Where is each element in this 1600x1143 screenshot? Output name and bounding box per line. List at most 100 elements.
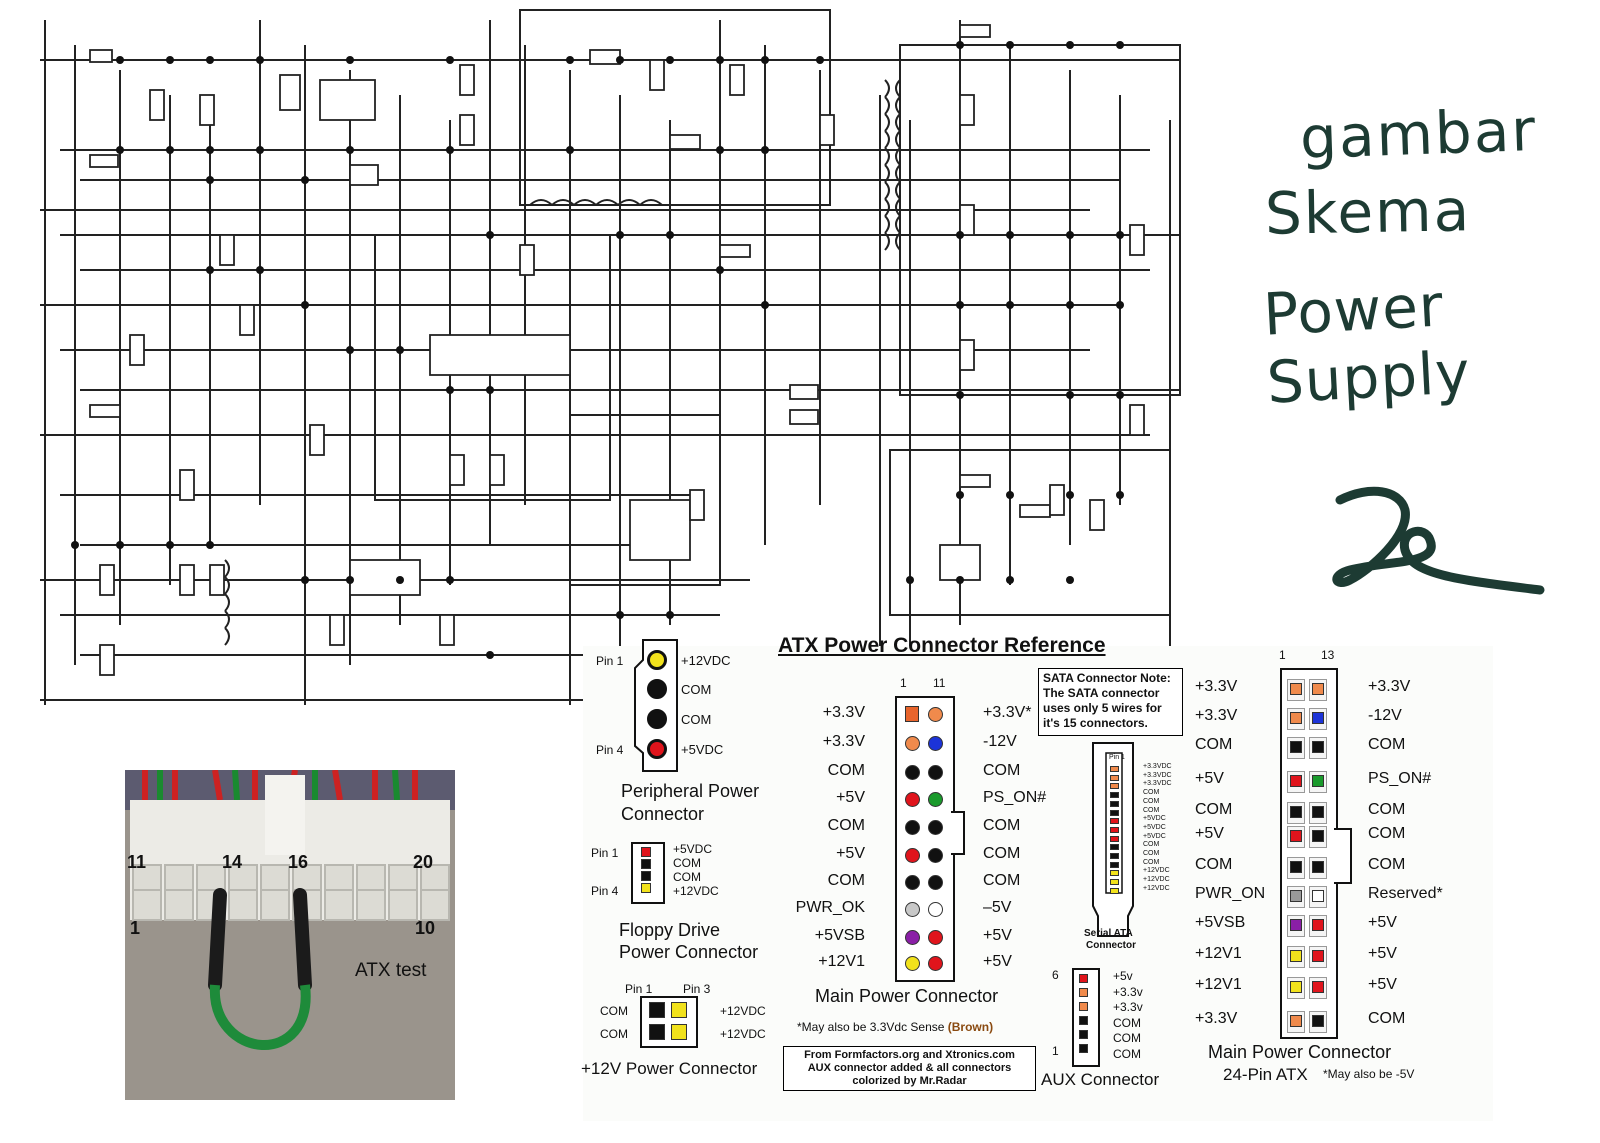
aux-pin-4 <box>1079 1016 1088 1025</box>
main24-pin-right-18 <box>1312 830 1324 842</box>
photo-caption: ATX test <box>355 960 427 981</box>
sata-label-8: +5VDC <box>1143 823 1166 831</box>
floppy-pin-1 <box>641 847 651 857</box>
floppy-caption-1: Floppy Drive <box>619 920 721 940</box>
main20-col-1: 1 <box>900 676 907 690</box>
main24-right-label-13: +3.3V <box>1368 678 1411 695</box>
p12v-caption: +12V Power Connector <box>581 1059 758 1078</box>
floppy-pin-4 <box>641 883 651 893</box>
schematic-junctions <box>71 41 1124 659</box>
main24-pin-left-11 <box>1290 981 1302 993</box>
sata-note-line-4: it's 15 connectors. <box>1043 716 1148 730</box>
peripheral-caption-2: Connector <box>621 804 705 824</box>
main20-left-label-10: +12V1 <box>818 953 865 970</box>
main20-pin-right-19 <box>928 930 943 945</box>
sata-pin-9 <box>1110 835 1119 842</box>
sata-label-4: COM <box>1143 789 1160 797</box>
handwriting-skema: Skema <box>1264 176 1472 248</box>
main20-right-label-20: +5V <box>983 953 1012 970</box>
main24-right-label-19: COM <box>1368 856 1406 873</box>
main24-left-label-12: +3.3V <box>1195 1010 1238 1027</box>
peripheral-label-2: COM <box>681 682 712 697</box>
sata-label-3: +3.3VDC <box>1143 780 1172 788</box>
sata-note-box: SATA Connector Note: The SATA connector … <box>1038 668 1183 736</box>
main20-pin-right-11 <box>928 707 943 722</box>
main24-pin-left-4 <box>1290 775 1302 787</box>
main24-pin-right-21 <box>1312 919 1324 931</box>
main24-left-label-7: COM <box>1195 856 1233 873</box>
sata-pin1-label: Pin 1 <box>1109 754 1125 761</box>
signature-graphic <box>1332 486 1545 595</box>
main20-left-label-6: +5V <box>836 845 865 862</box>
p12v-pin-12v-2 <box>671 1024 687 1040</box>
main24-left-label-11: +12V1 <box>1195 976 1242 993</box>
aux-label-6: COM <box>1113 1046 1141 1061</box>
peripheral-pin-3 <box>647 709 667 729</box>
connector-photo-graphic <box>125 770 455 1100</box>
main24-pin-left-5 <box>1290 806 1302 818</box>
main24-right-label-17: COM <box>1368 801 1406 818</box>
credits-line-1: From Formfactors.org and Xtronics.com <box>804 1049 1015 1061</box>
main20-right-label-19: +5V <box>983 927 1012 944</box>
main20-right-label-16: COM <box>983 845 1021 862</box>
p12v-pin1-label: Pin 1 <box>625 982 653 996</box>
sata-caption-1: Serial ATA <box>1084 928 1133 939</box>
main24-left-label-9: +5VSB <box>1195 914 1246 931</box>
main24-col-1: 1 <box>1279 648 1286 662</box>
sata-label-14: +12VDC <box>1143 876 1170 884</box>
main24-pin-right-13 <box>1312 683 1324 695</box>
floppy-pin-2 <box>641 859 651 869</box>
aux-num-6: 6 <box>1052 968 1059 982</box>
p12v-left-label-2: COM <box>600 1027 628 1041</box>
main20-pin-right-18 <box>928 902 943 917</box>
floppy-label-4: +12VDC <box>673 884 719 898</box>
photo-pin-1: 1 <box>130 918 141 938</box>
sata-label-2: +3.3VDC <box>1143 771 1172 779</box>
main20-pin-left-1 <box>905 706 919 722</box>
main20-right-label-11: +3.3V* <box>983 704 1032 721</box>
credits-box: From Formfactors.org and Xtronics.com AU… <box>783 1046 1036 1091</box>
main20-pin-left-2 <box>905 736 920 751</box>
sata-caption-2: Connector <box>1086 940 1136 951</box>
main20-pin-right-15 <box>928 820 943 835</box>
sata-pin-6 <box>1110 809 1119 816</box>
reference-title: ATX Power Connector Reference <box>778 634 1106 657</box>
sata-note-line-2: The SATA connector <box>1043 686 1160 700</box>
main20-left-label-4: +5V <box>836 789 865 806</box>
main24-left-label-5: COM <box>1195 801 1233 818</box>
main20-pin-right-20 <box>928 956 943 971</box>
main24-caption-2: 24-Pin ATX <box>1223 1065 1308 1084</box>
main24-pin-left-12 <box>1290 1015 1302 1027</box>
main24-left-label-4: +5V <box>1195 770 1224 787</box>
sata-pin-10 <box>1110 844 1119 851</box>
main24-pin-left-7 <box>1290 861 1302 873</box>
sata-pin-3 <box>1110 783 1119 790</box>
sata-pin-1 <box>1110 766 1119 772</box>
sata-label-5: COM <box>1143 797 1160 805</box>
main24-left-label-2: +3.3V <box>1195 707 1238 724</box>
main20-pin-right-16 <box>928 848 943 863</box>
main20-footnote: *May also be 3.3Vdc Sense (Brown) <box>797 1020 993 1034</box>
sata-pin-7 <box>1110 818 1119 825</box>
main24-left-label-3: COM <box>1195 736 1233 753</box>
main20-pin-left-5 <box>905 820 920 835</box>
main24-right-label-23: +5V <box>1368 976 1397 993</box>
photo-pin-20: 20 <box>413 852 434 872</box>
aux-pin-5 <box>1079 1030 1088 1039</box>
peripheral-pin-4 <box>647 739 667 759</box>
peripheral-caption-1: Peripheral Power <box>621 781 760 801</box>
floppy-pin4-label: Pin 4 <box>591 884 619 898</box>
sata-label-13: +12VDC <box>1143 867 1170 875</box>
main24-pin-left-8 <box>1290 890 1302 902</box>
main20-pin-left-9 <box>905 930 920 945</box>
peripheral-pin1-label: Pin 1 <box>596 654 624 668</box>
atx-reference-panel: ATX Power Connector Reference Pin 1 Pin … <box>581 634 1493 1121</box>
main24-right-label-24: COM <box>1368 1010 1406 1027</box>
sata-pin-13 <box>1110 870 1119 877</box>
floppy-label-2: COM <box>673 856 701 870</box>
peripheral-label-4: +5VDC <box>681 742 724 757</box>
main24-left-label-6: +5V <box>1195 825 1224 842</box>
main24-caption-1: Main Power Connector <box>1208 1042 1392 1062</box>
aux-num-1: 1 <box>1052 1044 1059 1058</box>
main24-right-label-14: -12V <box>1368 707 1402 724</box>
